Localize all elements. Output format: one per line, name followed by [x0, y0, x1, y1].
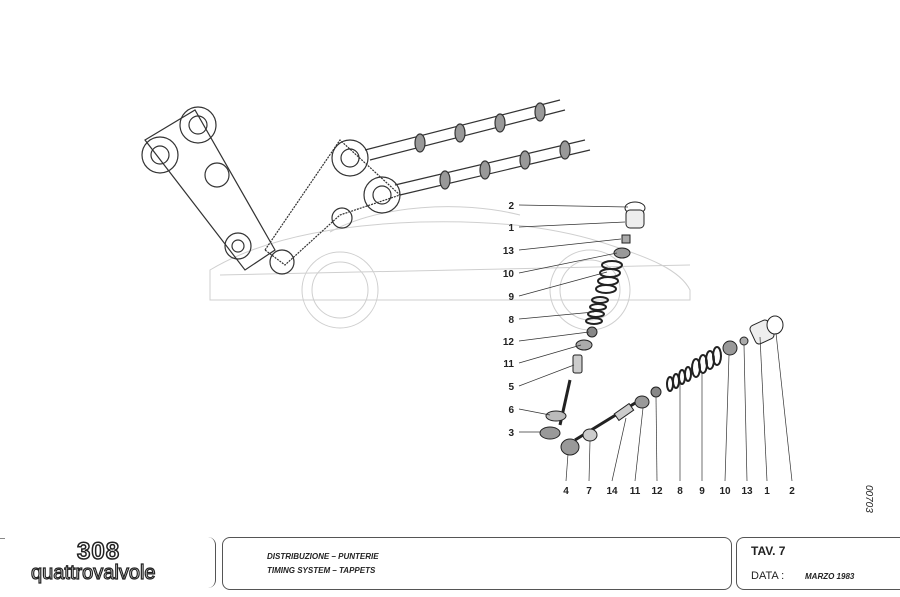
callout-number: 7: [586, 486, 592, 497]
callout-number: 13: [741, 486, 753, 497]
leader-line: [518, 408, 551, 416]
title-box: DISTRIBUZIONE – PUNTERIE TIMING SYSTEM –…: [222, 537, 732, 590]
valve-stack-vertical: [539, 201, 646, 440]
callout-number: 11: [503, 359, 514, 370]
leader-line: [743, 344, 748, 482]
camshafts: [364, 99, 591, 196]
callout-number: 9: [699, 486, 705, 497]
table-info-box: TAV. 7 DATA : MARZO 1983: [736, 537, 900, 590]
callout-number: 5: [508, 382, 514, 393]
callout-number: 6: [508, 405, 514, 416]
frame-rule: [0, 538, 5, 539]
leader-line: [518, 221, 626, 228]
callout-number: 2: [789, 486, 795, 497]
leader-line: [518, 252, 618, 274]
leader-line: [518, 344, 582, 364]
logo-number: 308: [76, 537, 121, 566]
callout-number: 12: [651, 486, 663, 497]
callout-number: 8: [508, 315, 514, 326]
leader-line: [655, 396, 658, 482]
leader-line: [588, 440, 591, 482]
car-outline: [209, 206, 691, 331]
title-english: TIMING SYSTEM – TAPPETS: [267, 566, 376, 575]
leader-line: [518, 311, 595, 320]
date-value: MARZO 1983: [805, 572, 855, 581]
callout-number: 8: [677, 486, 683, 497]
drawing-code: 00703: [863, 485, 874, 513]
callout-number: 4: [563, 486, 569, 497]
leader-line: [518, 271, 608, 297]
callout-number: 2: [508, 201, 514, 212]
valve-stack-diagonal: [560, 315, 784, 456]
callout-number: 12: [503, 337, 515, 348]
callout-number: 10: [503, 269, 515, 280]
leader-line: [775, 332, 793, 482]
title-italian: DISTRIBUZIONE – PUNTERIE: [267, 552, 379, 561]
timing-belt-assembly: [141, 106, 402, 275]
leader-line: [518, 364, 575, 387]
callout-number: 13: [503, 246, 515, 257]
callout-number: 10: [719, 486, 731, 497]
leader-line: [759, 336, 768, 482]
leader-line: [518, 204, 629, 208]
leader-line: [611, 417, 627, 482]
callout-number: 1: [508, 223, 514, 234]
callout-number: 11: [630, 486, 641, 497]
leader-line: [518, 331, 590, 342]
date-label: DATA :: [751, 570, 785, 582]
leader-line: [634, 407, 644, 482]
leader-line: [518, 238, 622, 251]
callout-number: 3: [508, 428, 514, 439]
callout-number: 1: [764, 486, 770, 497]
leader-line: [565, 453, 569, 482]
callout-number: 9: [508, 292, 514, 303]
logo-word: quattrovalvole: [30, 561, 156, 584]
table-number: TAV. 7: [751, 544, 786, 558]
leader-line: [724, 354, 730, 482]
logo-box: 308 quattrovalvole: [5, 537, 216, 588]
callout-number: 14: [606, 486, 618, 497]
